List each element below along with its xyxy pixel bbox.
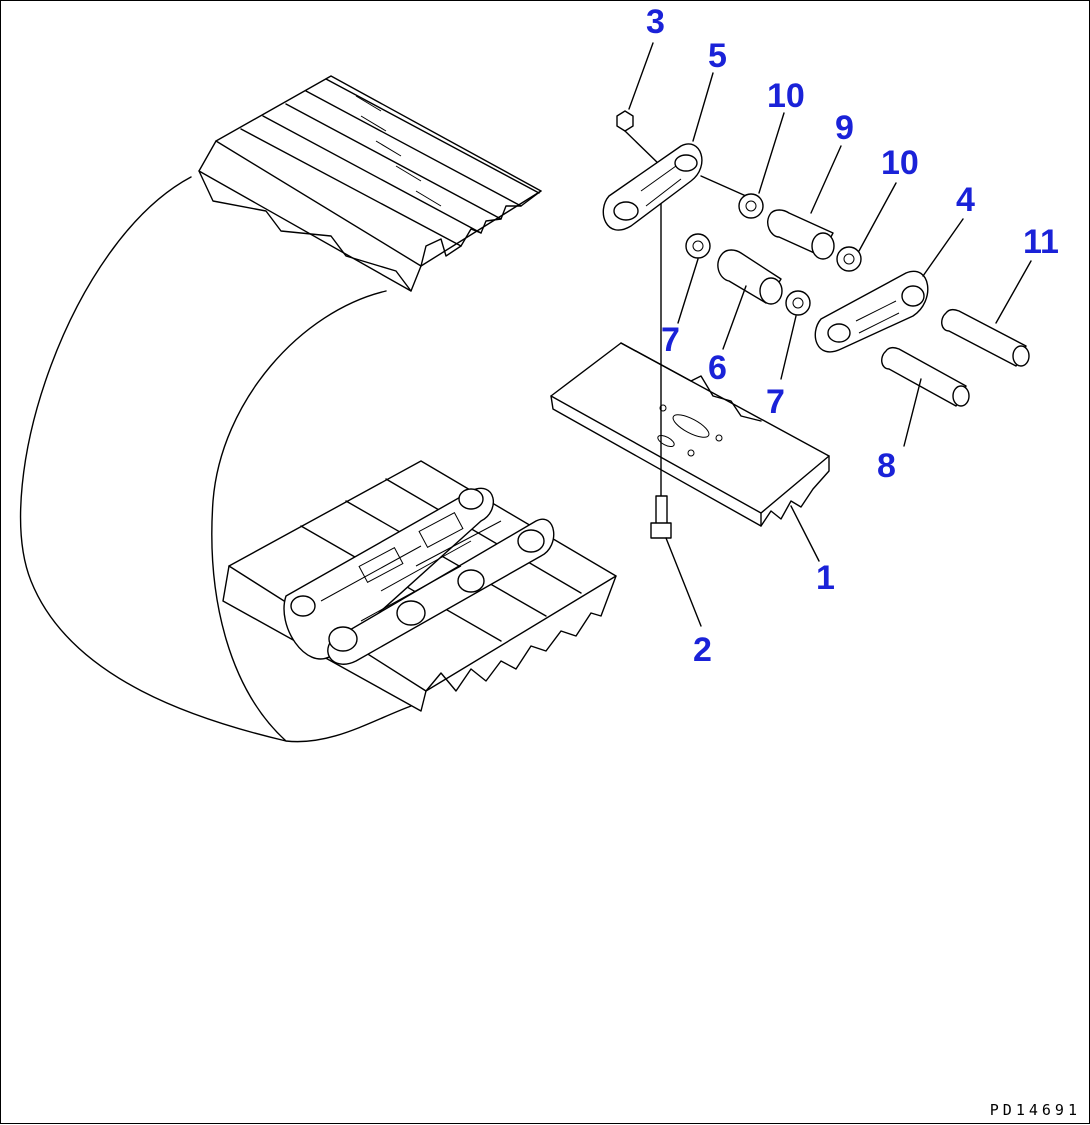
callout-10-right: 10 (881, 144, 919, 182)
callout-2: 2 (693, 631, 712, 669)
callout-10-upper: 10 (767, 77, 805, 115)
callout-7-right: 7 (766, 383, 785, 421)
callout-labels: 3 5 10 9 10 4 11 7 6 7 8 1 2 (646, 3, 1059, 669)
part-6-bushing (717, 249, 783, 305)
part-3-nut (616, 110, 662, 167)
part-10-seal-upper (738, 193, 764, 219)
part-10-seal-right (836, 246, 862, 272)
callout-7-left: 7 (661, 321, 680, 359)
part-7-seal-right (785, 290, 811, 316)
callout-9: 9 (835, 109, 854, 147)
callout-6: 6 (708, 349, 727, 387)
upper-track-shoes (198, 75, 542, 292)
callout-11: 11 (1023, 223, 1059, 261)
callout-4: 4 (956, 181, 975, 219)
drawing-number: PD14691 (989, 1101, 1081, 1119)
callout-1: 1 (816, 559, 835, 597)
part-8-pin (881, 346, 970, 407)
part-9-bushing (767, 209, 835, 260)
part-2-bolt (650, 175, 672, 539)
track-assembly (19, 75, 617, 743)
part-5-link (602, 143, 747, 231)
part-11-pin (941, 308, 1030, 367)
callout-8: 8 (877, 447, 896, 485)
part-7-seal-left (685, 233, 711, 259)
part-1-track-shoe (550, 342, 830, 527)
leader-lines (628, 42, 1032, 627)
callout-5: 5 (708, 37, 727, 75)
track-loop-inner-curve (211, 290, 412, 743)
track-loop-outer-curve (19, 176, 287, 742)
part-4-link (814, 270, 929, 353)
lower-track-shoes (222, 460, 617, 712)
callout-3: 3 (646, 3, 665, 41)
track-links-lower (283, 487, 555, 665)
